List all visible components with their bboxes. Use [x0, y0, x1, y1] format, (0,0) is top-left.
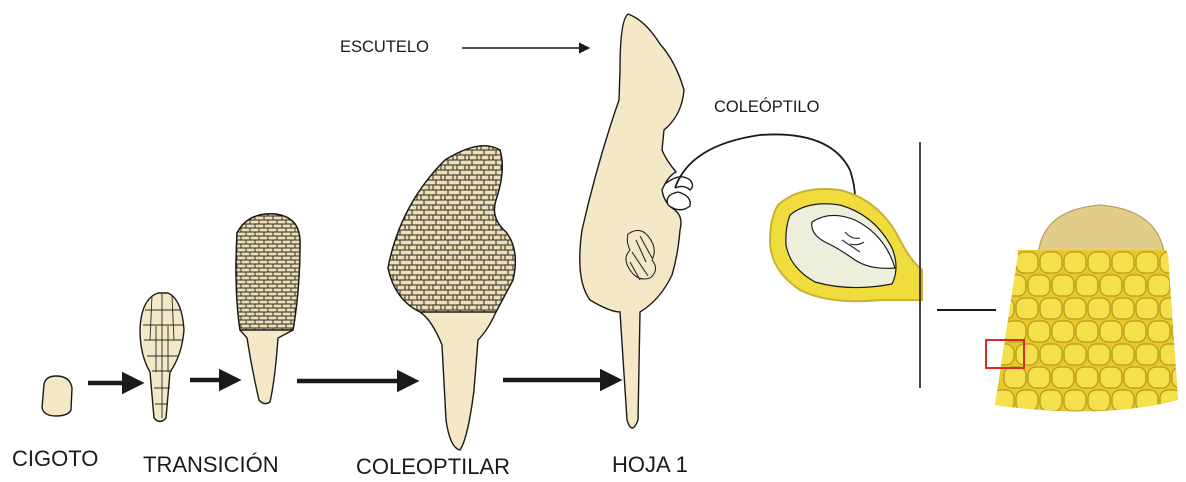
corn-kernel	[1136, 390, 1158, 411]
corn-kernel	[1124, 321, 1146, 342]
corn-kernel	[1112, 252, 1134, 273]
corn-kernel	[992, 252, 1014, 273]
corn-kernel	[1076, 367, 1098, 388]
zygote-shape	[42, 376, 72, 416]
coleoptilar-embryo-shape	[388, 146, 515, 450]
corn-kernel	[1004, 275, 1026, 296]
corn-kernel	[1172, 275, 1186, 296]
corn-kernel	[1004, 321, 1026, 342]
corn-kernel	[1016, 298, 1038, 319]
corn-kernel	[1088, 390, 1110, 411]
corn-kernel	[1028, 367, 1050, 388]
corn-kernel	[1004, 367, 1026, 388]
corn-kernel	[1124, 275, 1146, 296]
corn-kernel	[1112, 298, 1134, 319]
corn-cob-shape	[990, 205, 1186, 420]
corn-kernel	[1040, 390, 1062, 411]
corn-kernel	[1100, 275, 1122, 296]
corn-kernel	[1136, 344, 1158, 365]
stage-label-transicion: TRANSICIÓN	[143, 452, 279, 478]
corn-kernel	[1160, 298, 1182, 319]
corn-kernel	[1064, 252, 1086, 273]
corn-kernel	[1160, 252, 1182, 273]
corn-kernel	[1112, 390, 1134, 411]
corn-kernel	[992, 344, 1014, 365]
corn-kernel	[1136, 298, 1158, 319]
corn-kernel	[1100, 367, 1122, 388]
corn-kernel	[1136, 252, 1158, 273]
corn-kernel	[1076, 275, 1098, 296]
corn-kernel	[1148, 275, 1170, 296]
coleoptilo-label: COLEÓPTILO	[714, 98, 819, 117]
corn-kernel	[1064, 390, 1086, 411]
corn-kernel	[1172, 321, 1186, 342]
corn-kernel	[1088, 298, 1110, 319]
corn-kernel	[992, 390, 1014, 411]
late-transition-embryo-shape	[236, 214, 300, 404]
escutelo-label: ESCUTELO	[340, 38, 429, 57]
corn-kernel	[1064, 298, 1086, 319]
corn-kernel	[1016, 344, 1038, 365]
corn-kernel	[1064, 344, 1086, 365]
corn-kernel	[1052, 275, 1074, 296]
corn-kernel	[1148, 321, 1170, 342]
corn-kernel	[1088, 252, 1110, 273]
corn-kernel	[1076, 321, 1098, 342]
corn-kernel	[1124, 367, 1146, 388]
corn-kernel	[1160, 390, 1182, 411]
stage-label-hoja1: HOJA 1	[612, 452, 688, 478]
kernel-section-shape	[770, 189, 922, 301]
corn-kernel	[992, 298, 1014, 319]
stage-label-cigoto: CIGOTO	[12, 446, 98, 472]
corn-kernel	[1040, 252, 1062, 273]
corn-kernel	[1028, 321, 1050, 342]
corn-kernel	[1160, 344, 1182, 365]
corn-kernel	[1028, 275, 1050, 296]
corn-kernel	[1112, 344, 1134, 365]
transition-embryo-shape	[140, 293, 184, 422]
corn-kernel	[1052, 321, 1074, 342]
stage-label-coleoptilar: COLEOPTILAR	[356, 454, 510, 480]
leaf1-embryo-shape	[580, 14, 693, 428]
corn-kernel	[1172, 367, 1186, 388]
corn-kernel	[1040, 344, 1062, 365]
corn-kernel	[1052, 367, 1074, 388]
corn-kernel	[1040, 298, 1062, 319]
corn-kernel	[1088, 344, 1110, 365]
corn-kernel	[1100, 321, 1122, 342]
corn-kernel	[1016, 390, 1038, 411]
corn-kernel	[1016, 252, 1038, 273]
corn-kernel	[1148, 367, 1170, 388]
